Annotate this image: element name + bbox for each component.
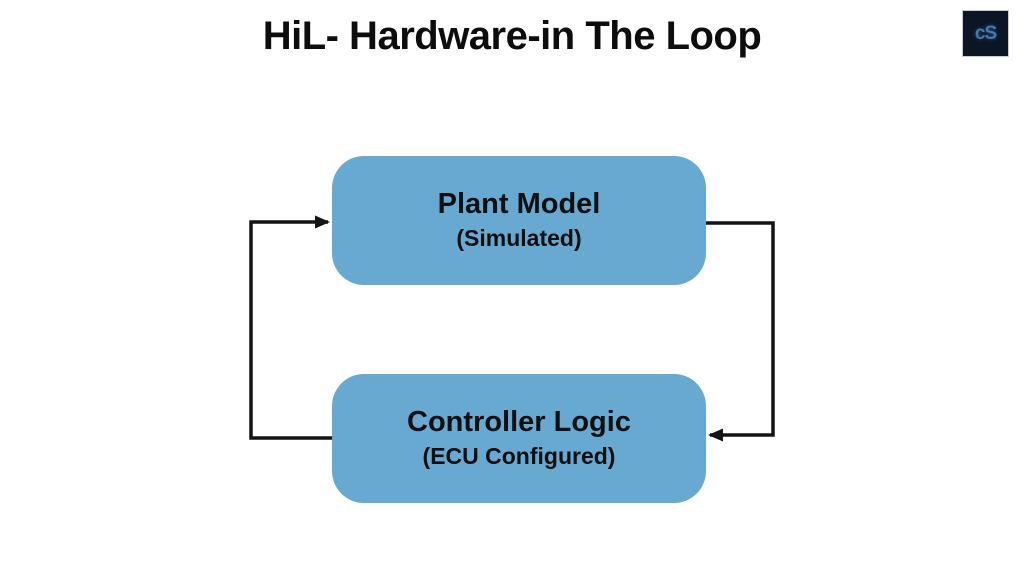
feedback-arrow-right [704, 221, 775, 442]
node-controller-logic-sublabel: (ECU Configured) [422, 443, 616, 470]
node-controller-logic-label: Controller Logic [407, 406, 631, 439]
node-plant-model-label: Plant Model [437, 188, 601, 221]
node-plant-model: Plant Model (Simulated) [332, 156, 706, 285]
brand-logo-text: cS [974, 22, 997, 44]
node-plant-model-sublabel: (Simulated) [456, 225, 582, 252]
feedback-arrow-left [249, 215, 334, 440]
brand-logo: cS [962, 10, 1009, 57]
node-controller-logic: Controller Logic (ECU Configured) [332, 374, 706, 503]
page-title: HiL- Hardware-in The Loop [262, 14, 762, 58]
